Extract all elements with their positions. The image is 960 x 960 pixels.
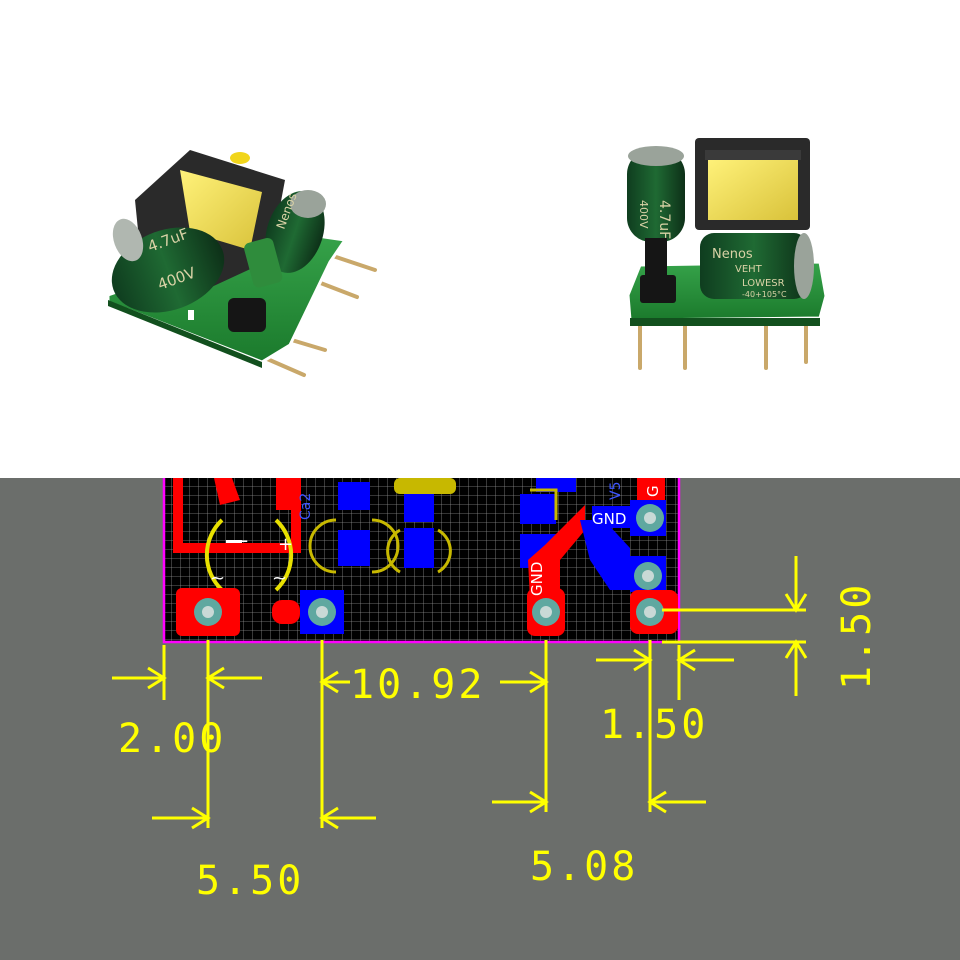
silk-plus: + — [278, 534, 293, 555]
silk-ac1: ~ — [210, 568, 225, 589]
cap2-line4: -40+105°C — [742, 290, 787, 299]
silk-minus: − — [234, 531, 249, 552]
left-power-module: 4.7uF 400V Nenos — [106, 150, 377, 377]
rectifier-chip — [228, 298, 266, 332]
cap2-brand: Nenos — [712, 247, 753, 262]
silk-v5: V5 — [608, 482, 624, 500]
capacitor-4-7uf: 4.7uF 400V — [627, 146, 685, 242]
silk-gnd-right: GND — [592, 510, 626, 528]
cap-label-2: 400V — [637, 200, 650, 229]
silk-g: G — [644, 485, 662, 497]
pcb-board: − + ~ ~ Ca2 GND GND V5 G — [162, 478, 681, 644]
silk-ac2: ~ — [272, 568, 287, 589]
capacitor-4-7uf: 4.7uF 400V — [111, 218, 225, 313]
rectifier-chip — [640, 275, 676, 303]
cap2-series: VEHT — [735, 264, 763, 275]
transformer — [695, 138, 810, 230]
cap-label: 4.7uF — [656, 200, 672, 239]
dimension-lines — [112, 556, 808, 830]
dim-5-08: 5.08 — [530, 844, 638, 890]
silk-gnd-left: GND — [528, 562, 546, 596]
dim-1-50-horizontal: 1.50 — [600, 702, 708, 748]
capacitor-horizontal: Nenos VEHT LOWESR -40+105°C — [700, 233, 814, 299]
board-outline — [162, 478, 681, 644]
right-power-module: 4.7uF 400V Nenos VEHT LOWESR -40+105°C — [626, 138, 828, 370]
capacitor-small: Nenos — [265, 190, 326, 273]
silk-cap-label: Ca2 — [298, 493, 314, 520]
cap2-line3: LOWESR — [742, 278, 785, 289]
dim-2-00: 2.00 — [118, 716, 226, 762]
dim-1-50-vertical: 1.50 — [834, 582, 880, 690]
dim-5-50: 5.50 — [196, 858, 304, 904]
dim-10-92: 10.92 — [350, 662, 485, 708]
